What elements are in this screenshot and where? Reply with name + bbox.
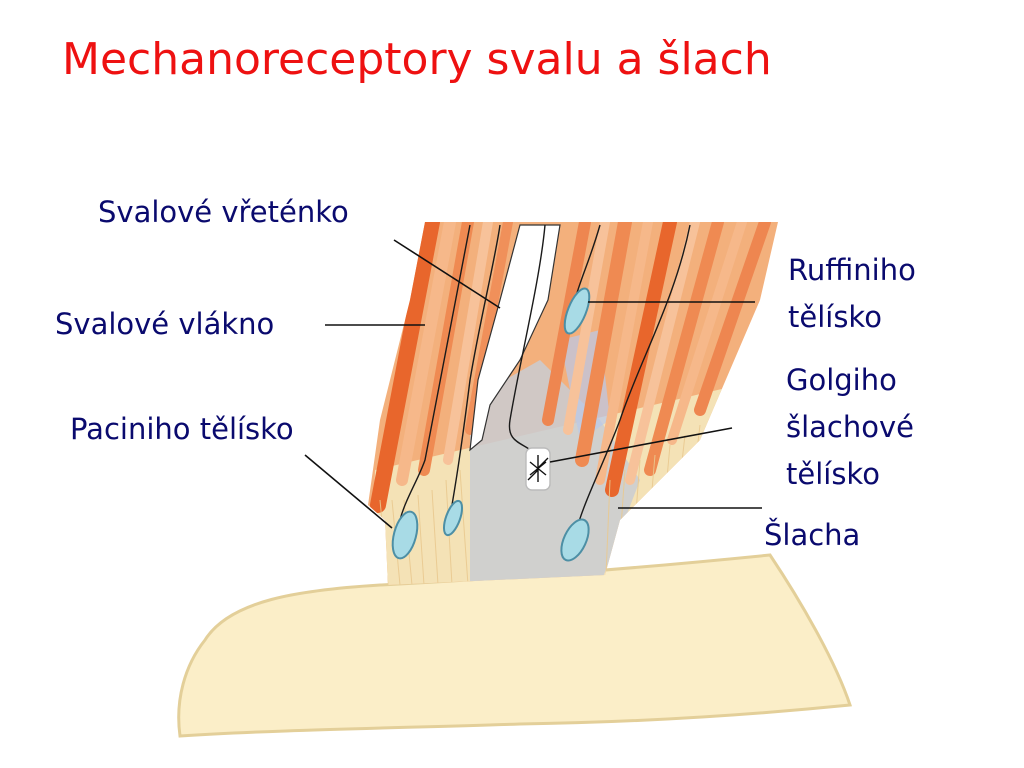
- label-pacini: Paciniho tělísko: [70, 412, 294, 446]
- label-tendon: Šlacha: [764, 518, 861, 552]
- label-golgi-line3: tělísko: [786, 457, 880, 491]
- bone: [177, 553, 853, 738]
- label-golgi-line2: šlachové: [786, 410, 915, 444]
- label-muscle-spindle: Svalové vřeténko: [98, 195, 349, 229]
- leader-golgi: [549, 427, 733, 463]
- leader-pacini: [304, 454, 393, 529]
- golgi-tendon-organ: [525, 447, 551, 491]
- muscle-spindle-shape: [469, 224, 561, 452]
- ruffini-corpuscle: [563, 287, 591, 335]
- label-golgi-line1: Golgiho: [786, 363, 897, 397]
- pacini-corpuscle: [391, 510, 419, 560]
- label-ruffini-line2: tělísko: [788, 300, 882, 334]
- label-ruffini-line1: Ruffiniho: [788, 253, 916, 287]
- page-title: Mechanoreceptory svalu a šlach: [62, 34, 772, 85]
- pacini-corpuscle-3: [560, 518, 590, 562]
- label-muscle-fiber: Svalové vlákno: [55, 307, 275, 341]
- pacini-corpuscle-2: [442, 499, 464, 537]
- leader-spindle: [393, 239, 501, 309]
